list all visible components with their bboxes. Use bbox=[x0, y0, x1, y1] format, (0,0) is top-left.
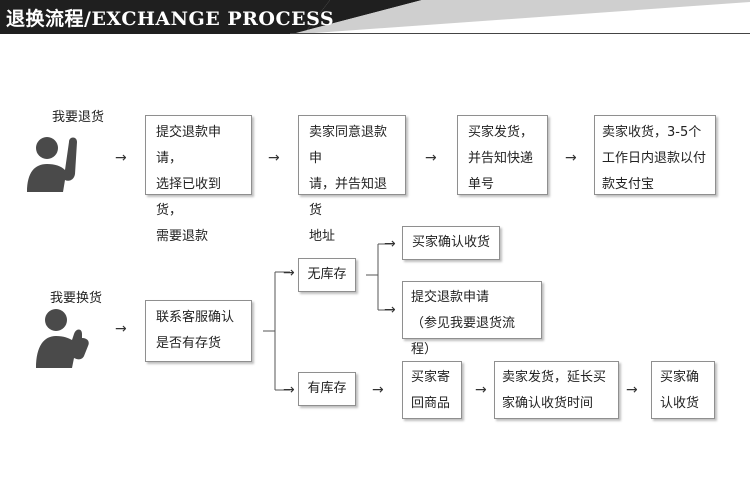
header-bar: 退换流程/EXCHANGE PROCESS bbox=[0, 0, 750, 34]
in-stock-label: 有库存 bbox=[298, 372, 356, 406]
no-stock-option-confirm: 买家确认收货 bbox=[402, 226, 500, 260]
return-step-1: 提交退款申请， 选择已收到货， 需要退款 bbox=[145, 115, 252, 244]
in-stock-step-ship-extend: 卖家发货，延长买 家确认收货时间 bbox=[494, 361, 619, 419]
return-step-3: 买家发货， 并告知快递 单号 bbox=[457, 115, 548, 195]
no-stock-label: 无库存 bbox=[298, 258, 356, 292]
arrow-right-icon: → bbox=[115, 321, 127, 337]
person-thumbs-up-icon bbox=[36, 309, 89, 368]
arrow-right-icon: → bbox=[565, 150, 577, 166]
return-flow-label: 我要退货 bbox=[52, 110, 105, 125]
arrow-right-icon: → bbox=[384, 236, 396, 252]
exchange-flow-label: 我要换货 bbox=[50, 291, 103, 306]
page-title: 退换流程/EXCHANGE PROCESS bbox=[6, 8, 335, 30]
return-step-4: 卖家收货，3-5个 工作日内退款以付 款支付宝 bbox=[594, 115, 716, 195]
arrow-right-icon: → bbox=[626, 382, 638, 398]
in-stock-step-return-goods: 买家寄 回商品 bbox=[402, 361, 462, 419]
no-stock-option-refund: 提交退款申请 （参见我要退货流程） bbox=[402, 281, 542, 357]
return-step-2: 卖家同意退款申 请，并告知退货 地址 bbox=[298, 115, 406, 244]
arrow-right-icon: → bbox=[283, 265, 295, 281]
person-raising-hand-icon bbox=[27, 137, 77, 192]
in-stock-step-confirm-receipt: 买家确 认收货 bbox=[651, 361, 715, 419]
arrow-right-icon: → bbox=[425, 150, 437, 166]
arrow-right-icon: → bbox=[372, 382, 384, 398]
header-bar-shape bbox=[0, 0, 750, 34]
arrow-right-icon: → bbox=[115, 150, 127, 166]
arrow-right-icon: → bbox=[475, 382, 487, 398]
arrow-right-icon: → bbox=[384, 302, 396, 318]
arrow-right-icon: → bbox=[268, 150, 280, 166]
arrow-right-icon: → bbox=[283, 382, 295, 398]
contact-service-step: 联系客服确认 是否有存货 bbox=[145, 300, 252, 362]
